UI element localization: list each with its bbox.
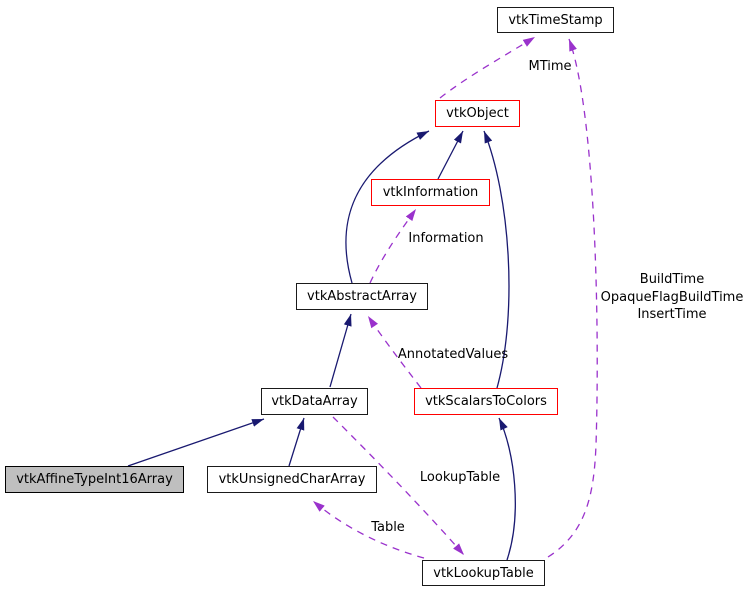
edge-lookuptable-to-unsignedchar-table <box>312 500 425 559</box>
node-vtktimestamp[interactable]: vtkTimeStamp <box>497 7 614 33</box>
node-vtklookuptable[interactable]: vtkLookupTable <box>422 560 545 586</box>
edge-scalarstocolors-to-object <box>483 130 510 389</box>
edge-dataarray-to-lookuptable <box>332 416 465 556</box>
edge-label-lookuptable: LookupTable <box>419 470 501 485</box>
edge-label-information: Information <box>408 231 484 246</box>
edge-lookuptable-to-timestamp-buildtime <box>547 38 598 558</box>
edge-label-buildtime: BuildTime OpaqueFlagBuildTime InsertTime <box>601 271 744 324</box>
edge-label-buildtime-line2: OpaqueFlagBuildTime <box>600 289 744 305</box>
edge-information-to-object <box>437 130 464 180</box>
node-vtkinformation[interactable]: vtkInformation <box>371 179 490 206</box>
node-vtkunsignedchararray[interactable]: vtkUnsignedCharArray <box>207 466 377 493</box>
edge-lookuptable-to-scalarstocolors <box>498 417 516 561</box>
node-vtkabstractarray[interactable]: vtkAbstractArray <box>296 283 428 310</box>
node-vtkdataarray[interactable]: vtkDataArray <box>261 388 368 415</box>
node-vtkscalarstocolors[interactable]: vtkScalarsToColors <box>414 388 558 415</box>
edge-label-table: Table <box>371 520 405 535</box>
edge-label-mtime: MTime <box>528 59 572 74</box>
node-vtkobject[interactable]: vtkObject <box>435 100 520 127</box>
edge-object-to-timestamp-mtime <box>439 36 536 99</box>
edge-abstractarray-to-information <box>369 208 417 284</box>
edge-abstractarray-to-object <box>345 130 430 284</box>
node-vtkaffinetypeint16array: vtkAffineTypeInt16Array <box>5 466 184 493</box>
edge-affine-to-dataarray <box>127 418 265 467</box>
edge-label-buildtime-line1: BuildTime <box>639 272 705 287</box>
edge-dataarray-to-abstractarray <box>329 313 352 388</box>
edge-label-annotatedvalues: AnnotatedValues <box>397 347 509 362</box>
edge-unsignedchar-to-dataarray <box>288 417 305 467</box>
edge-label-buildtime-line3: InsertTime <box>637 307 707 322</box>
edge-scalarstocolors-to-abstractarray <box>367 315 422 389</box>
